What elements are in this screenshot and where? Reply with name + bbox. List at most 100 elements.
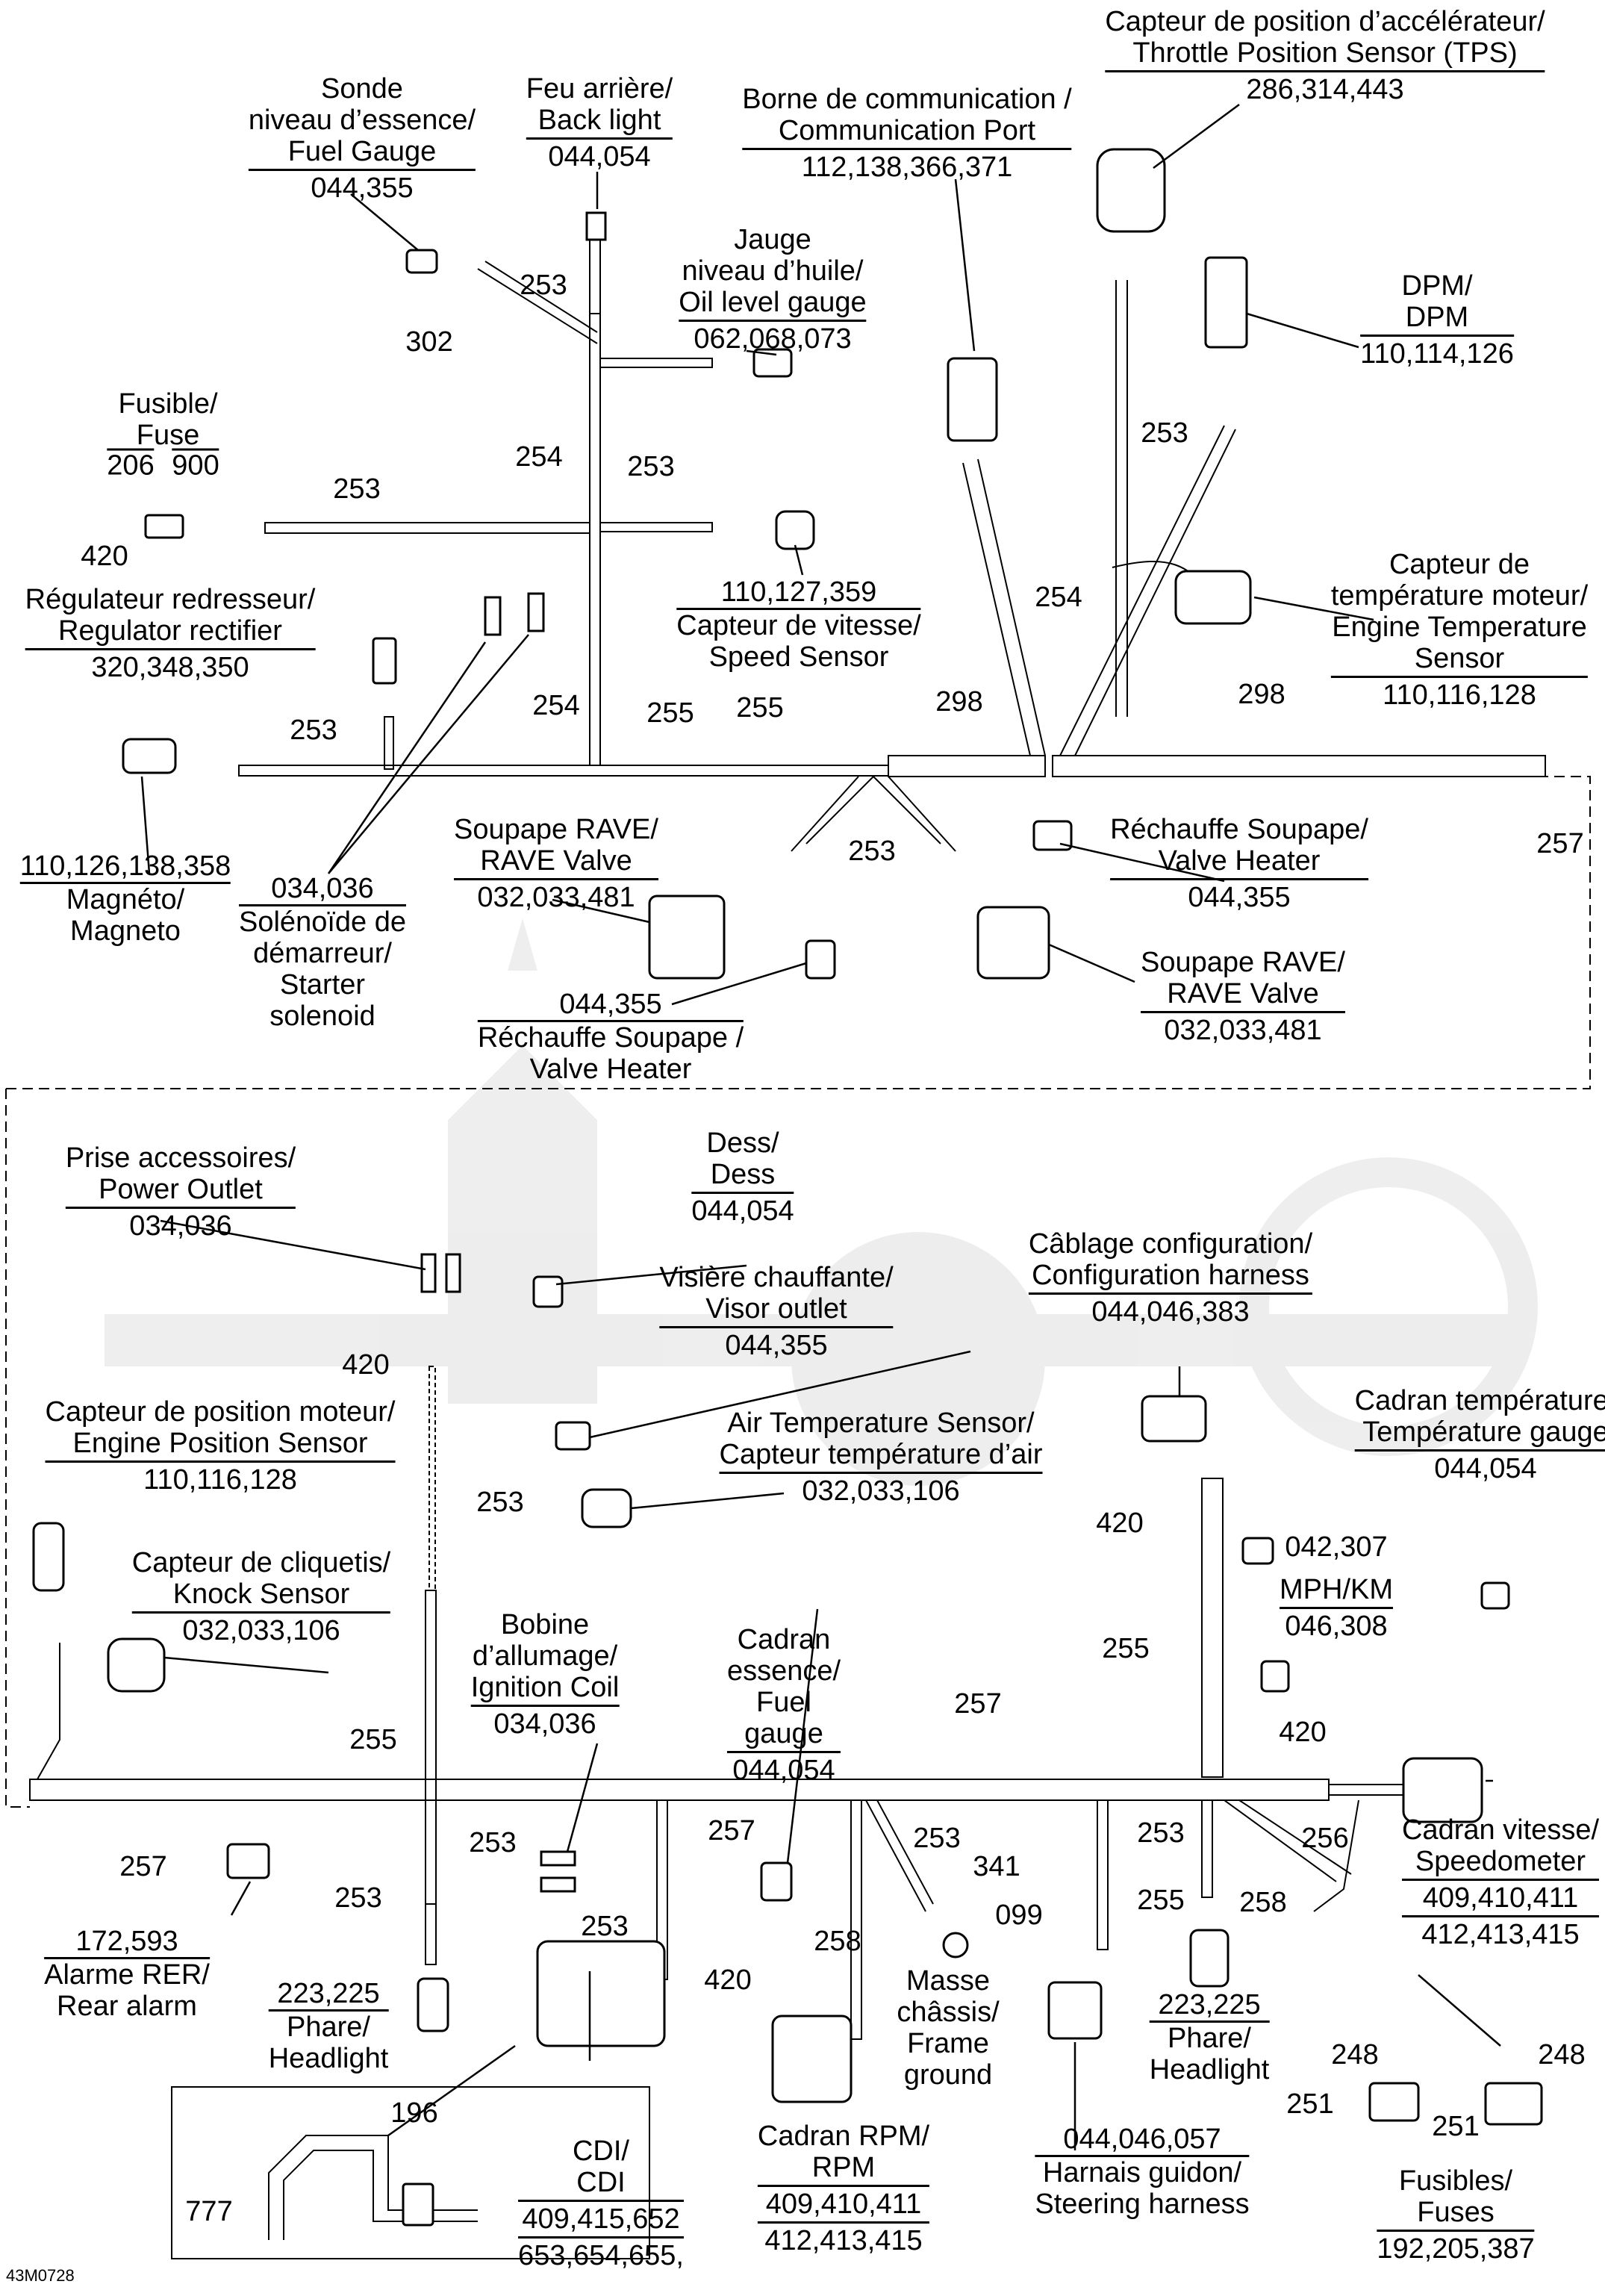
label-headlight-left: 223,225 Phare/Headlight	[268, 1978, 389, 2074]
label-regulator: Régulateur redresseur/Regulator rectifie…	[25, 584, 316, 683]
label-tps: Capteur de position d’accélérateur/Throt…	[1105, 6, 1545, 105]
label-dpm: DPM/DPM 110,114,126	[1360, 270, 1514, 370]
callout-900: 900	[172, 448, 219, 482]
airtemp-connector	[581, 1488, 632, 1528]
steering-connector	[1047, 1981, 1103, 2040]
coil-2	[540, 1876, 576, 1893]
callout-253: 253	[913, 1823, 961, 1854]
knock-connector	[107, 1637, 166, 1693]
callout-257: 257	[1536, 828, 1584, 859]
callout-255: 255	[646, 697, 694, 729]
label-enginepos: Capteur de position moteur/Engine Positi…	[45, 1396, 396, 1496]
label-poweroutlet: Prise accessoires/Power Outlet 034,036	[65, 1142, 296, 1242]
tps-connector	[1096, 148, 1166, 233]
comm-connector	[947, 357, 998, 442]
label-steering: 044,046,057 Harnais guidon/Steering harn…	[1035, 2124, 1250, 2220]
speedometer-connector	[1402, 1757, 1483, 1823]
enginepos-connector	[32, 1522, 65, 1592]
callout-254: 254	[1035, 582, 1082, 613]
callout-253: 253	[1141, 417, 1188, 449]
label-visor: Visière chauffante/Visor outlet 044,355	[659, 1262, 894, 1361]
label-rave2: Soupape RAVE/RAVE Valve 032,033,481	[1141, 947, 1345, 1046]
label-magneto: 110,126,138,358 Magnéto/Magneto	[19, 850, 231, 947]
callout-420: 420	[1279, 1717, 1327, 1748]
lower-harness	[29, 1366, 1404, 2040]
regulator-connector	[372, 637, 397, 685]
callout-253: 253	[469, 1827, 517, 1858]
dess-connector	[532, 1275, 564, 1308]
callout-253: 253	[1137, 1817, 1185, 1849]
rave1-valve	[648, 895, 726, 980]
label-rpm: Cadran RPM/RPM 409,410,411 412,413,415	[757, 2121, 930, 2256]
fuel-sensor-connector	[405, 249, 438, 274]
magneto-connector	[122, 738, 177, 774]
fuelgauge-connector	[760, 1861, 793, 1902]
callout-196: 196	[390, 2097, 438, 2129]
label-mphkm: MPH/KM 046,308	[1280, 1574, 1393, 1642]
callout-251: 251	[1432, 2111, 1480, 2142]
callout-248: 248	[1331, 2039, 1379, 2071]
callout-420: 420	[342, 1349, 390, 1381]
callout-420: 420	[704, 1964, 752, 1996]
label-speedometer: Cadran vitesse/Speedometer 409,410,411 4…	[1401, 1814, 1600, 1950]
power-1	[420, 1253, 437, 1293]
callout-302: 302	[405, 326, 453, 358]
callout-253: 253	[581, 1911, 629, 1942]
callout-420: 420	[1096, 1508, 1144, 1539]
label-fuses: Fusibles/Fuses 192,205,387	[1377, 2165, 1535, 2265]
callout-255: 255	[1137, 1885, 1185, 1916]
valveheater1	[1032, 820, 1073, 851]
cdi-box	[536, 1940, 666, 2047]
dpm-connector	[1204, 256, 1248, 349]
frame-ground-ring	[942, 1932, 969, 1959]
mph-connector	[1241, 1537, 1274, 1565]
engine-temp-connector	[1174, 570, 1252, 625]
callout-254: 254	[532, 690, 580, 721]
headlight-r-bulb	[1189, 1929, 1230, 1988]
callout-298: 298	[1238, 679, 1285, 710]
callout-253: 253	[476, 1487, 524, 1518]
callout-255: 255	[349, 1724, 397, 1755]
speed-connector	[775, 510, 815, 550]
callout-255: 255	[1102, 1633, 1150, 1664]
callout-341: 341	[973, 1851, 1020, 1882]
callout-257: 257	[954, 1688, 1002, 1720]
fuse-box-2	[1484, 2082, 1543, 2126]
label-speedsensor: 110,127,359 Capteur de vitesse/Speed Sen…	[676, 576, 921, 673]
callout-258: 258	[814, 1926, 861, 1957]
callout-248: 248	[1538, 2039, 1586, 2071]
callout-206: 206	[107, 448, 155, 482]
label-cdi: CDI/CDI 409,415,652 653,654,655,	[518, 2135, 684, 2271]
oil-connector	[752, 348, 793, 378]
backlight-connector	[585, 211, 607, 241]
rpm-connector	[771, 2015, 853, 2103]
callout-253: 253	[334, 1882, 382, 1914]
diagram-id: 43M0728	[6, 2266, 75, 2285]
label-rave1: Soupape RAVE/RAVE Valve 032,033,481	[454, 814, 658, 913]
label-valveheater2: 044,355 Réchauffe Soupape /Valve Heater	[477, 989, 744, 1085]
label-dess: Dess/Dess 044,054	[691, 1127, 794, 1227]
label-fuse: Fusible/Fuse	[118, 388, 218, 451]
callout-420: 420	[81, 541, 128, 572]
config-connector	[1141, 1395, 1207, 1443]
component-glyphs	[32, 148, 1543, 2227]
label-config: Câblage configuration/Configuration harn…	[1028, 1228, 1313, 1328]
callout-256: 256	[1301, 1823, 1349, 1854]
callout-251: 251	[1286, 2088, 1334, 2120]
tempgauge-connector	[1480, 1581, 1510, 1610]
starter-1	[484, 596, 502, 636]
callout-099: 099	[995, 1900, 1043, 1931]
upper-harness	[238, 238, 1546, 852]
inset-connector	[402, 2183, 434, 2227]
mphkm-connector	[1260, 1660, 1290, 1693]
coil-1	[540, 1850, 576, 1867]
label-tempgauge: Cadran température/Température gauge 044…	[1354, 1385, 1605, 1484]
visor-connector	[555, 1421, 591, 1451]
